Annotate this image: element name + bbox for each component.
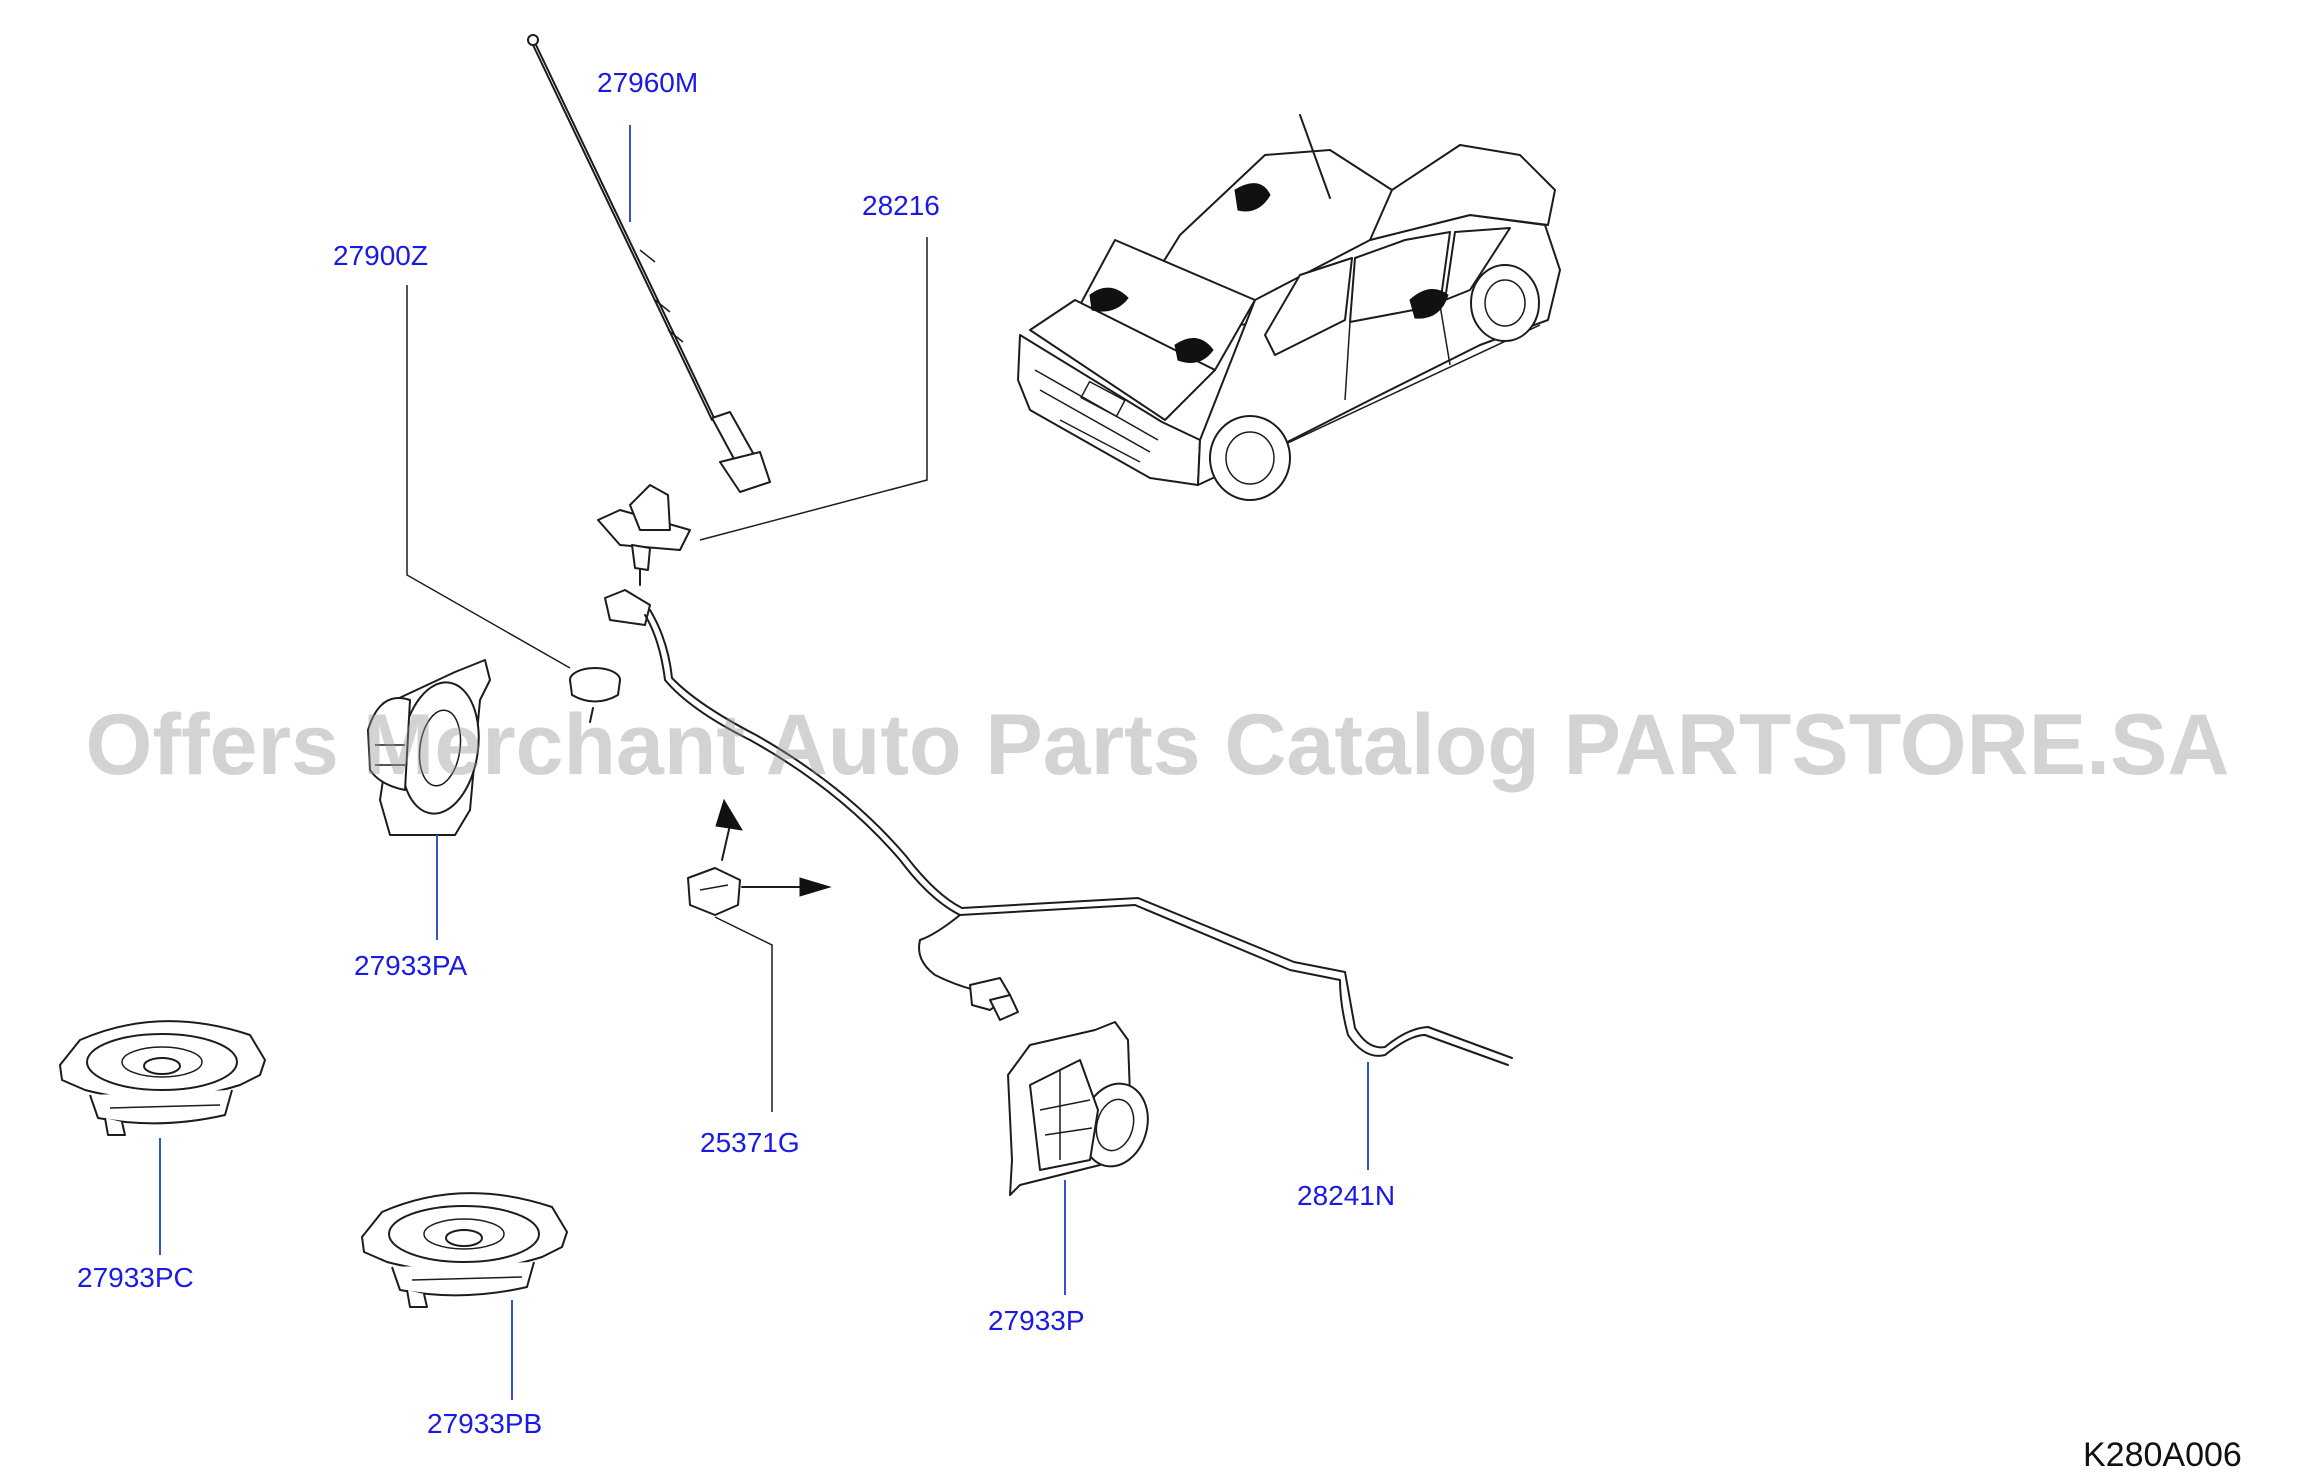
antenna-base-part (597, 484, 691, 586)
antenna-rod-part (527, 34, 771, 493)
part-label-27933P[interactable]: 27933P (988, 1305, 1085, 1336)
car-illustration (1017, 114, 1561, 501)
antenna-cable-part (644, 609, 1513, 1066)
part-label-27933PA[interactable]: 27933PA (354, 950, 468, 981)
part-label-25371G[interactable]: 25371G (700, 1127, 800, 1158)
speaker-27933PB-part (361, 1192, 568, 1308)
part-label-27933PB[interactable]: 27933PB (427, 1408, 543, 1439)
speaker-27933PC-part (59, 1020, 266, 1136)
speaker-27933PA-part (367, 659, 491, 836)
part-label-28241N[interactable]: 28241N (1297, 1180, 1396, 1211)
antenna-nut-part (569, 589, 651, 723)
speaker-27933P-part (1007, 1021, 1149, 1196)
leader-lines (159, 125, 1369, 1400)
part-label-27900Z[interactable]: 27900Z (333, 240, 428, 271)
diagram-code: K280A006 (2083, 1436, 2242, 1474)
part-label-27933PC[interactable]: 27933PC (77, 1262, 194, 1293)
cable-clip-part (687, 798, 832, 916)
part-label-28216[interactable]: 28216 (862, 190, 940, 221)
part-label-27960M[interactable]: 27960M (597, 67, 699, 98)
